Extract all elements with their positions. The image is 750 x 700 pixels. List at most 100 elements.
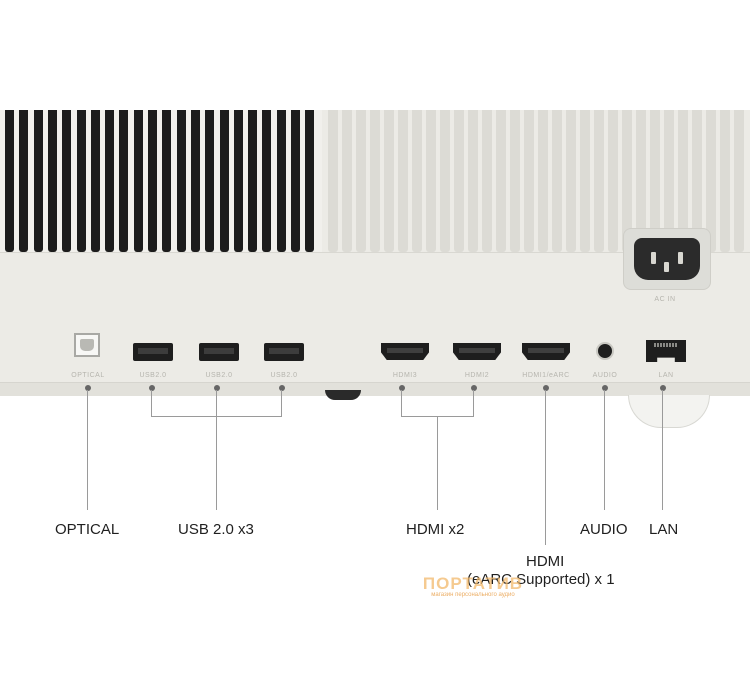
vent-slot-light (594, 110, 604, 252)
vent-slot-light (524, 110, 534, 252)
vent-slot-light (482, 110, 492, 252)
usb-port-3-label: USB2.0 (270, 372, 298, 379)
vent-slot-dark (205, 110, 215, 252)
vent-slot-dark (19, 110, 29, 252)
vent-slot-light (566, 110, 576, 252)
vent-slot-light (734, 110, 744, 252)
watermark-brand: ПОРТАТИВ (422, 574, 524, 593)
vent-slot-light (622, 110, 632, 252)
optical-port (74, 333, 100, 357)
vent-slot-dark (248, 110, 258, 252)
lan-port (646, 340, 686, 362)
vent-slot-light (706, 110, 716, 252)
vent-slot-light (398, 110, 408, 252)
usb-port-tongue (204, 348, 234, 354)
callout-hdmi: HDMI x2 (406, 521, 465, 538)
ac-pin-ground (664, 262, 669, 272)
callout-hdmi-earc-detail: (eARC Supported) x 1 (467, 571, 615, 588)
audio-leader-dot (602, 385, 608, 391)
vent-slot-dark (76, 110, 86, 252)
vent-slot-light (370, 110, 380, 252)
usb-port-2-label: USB2.0 (205, 372, 233, 379)
ac-in-label: AC IN (654, 296, 676, 303)
callout-optical: OPTICAL (55, 521, 120, 538)
rear-foot-right (628, 395, 710, 428)
vent-slot-light (342, 110, 352, 252)
vent-slot-light (552, 110, 562, 252)
audio-jack (596, 342, 614, 360)
vent-slot-dark (219, 110, 229, 252)
vent-slot-light (608, 110, 618, 252)
usb-leader-dot-3 (279, 385, 285, 391)
vent-slot-light (426, 110, 436, 252)
vent-slot-dark (33, 110, 43, 252)
vent-slot-light (538, 110, 548, 252)
optical-leader-dot (85, 385, 91, 391)
audio-leader-line (604, 390, 605, 510)
hdmi-leader-dot-2 (471, 385, 477, 391)
vent-slot-dark (276, 110, 286, 252)
vent-slot-dark (233, 110, 243, 252)
ac-inlet-socket (634, 238, 700, 280)
housing-bottom-edge (0, 382, 750, 396)
vent-slot-light (468, 110, 478, 252)
usb-leader-drop-3 (281, 390, 282, 416)
hdmi-leader-drop-2 (473, 390, 474, 416)
vent-slot-light (692, 110, 702, 252)
usb-port-tongue (138, 348, 168, 354)
usb-port-tongue (269, 348, 299, 354)
panel-seam (0, 252, 750, 253)
ac-pin-right (678, 252, 683, 264)
vent-slot-light (664, 110, 674, 252)
usb-port-2 (199, 343, 239, 361)
rear-foot-left (325, 390, 361, 400)
store-watermark: ПОРТАТИВ магазин персонального аудио (414, 574, 532, 598)
usb-port-1-label: USB2.0 (139, 372, 167, 379)
hdmi-port-1-earc (522, 343, 570, 360)
vent-slot-light (356, 110, 366, 252)
vent-slot-light (650, 110, 660, 252)
lan-leader-dot (660, 385, 666, 391)
hdmi-port-3 (381, 343, 429, 360)
hdmi-port-1-label: HDMI1/eARC (522, 372, 570, 379)
hdmi-port-3-label: HDMI3 (392, 372, 418, 379)
vent-slot-light (412, 110, 422, 252)
ac-inlet (623, 228, 711, 290)
hdmi-port-2 (453, 343, 501, 360)
callout-lan: LAN (649, 521, 679, 538)
vent-slot-dark (190, 110, 200, 252)
callout-hdmi-earc-title: HDMI (526, 553, 565, 570)
hdmi-port-2-label: HDMI2 (464, 372, 490, 379)
lan-port-label: LAN (658, 372, 674, 379)
hdmi-port-contacts (528, 348, 564, 353)
vent-slot-light (510, 110, 520, 252)
lan-port-pins (654, 343, 678, 347)
vent-slot-light (580, 110, 590, 252)
vent-slot-dark (90, 110, 100, 252)
vent-slot-dark (5, 110, 14, 252)
usb-leader-drop-1 (151, 390, 152, 416)
vent-slot-light (678, 110, 688, 252)
vent-slot-dark (148, 110, 157, 252)
usb-port-3 (264, 343, 304, 361)
audio-jack-label: AUDIO (592, 372, 618, 379)
vent-slot-light (636, 110, 646, 252)
lan-leader-line (662, 390, 663, 510)
vent-slot-light (454, 110, 464, 252)
vent-slot-dark (262, 110, 272, 252)
vent-slot-light (496, 110, 506, 252)
vent-slot-light (720, 110, 730, 252)
watermark-tagline: магазин персонального аудио (431, 592, 515, 598)
hdmi-earc-leader-line (545, 390, 546, 545)
vent-slot-dark (62, 110, 72, 252)
ac-pin-left (651, 252, 656, 264)
vent-slot-light (440, 110, 450, 252)
usb-leader-line (216, 390, 217, 510)
optical-port-shutter (80, 339, 94, 351)
vent-slot-dark (105, 110, 115, 252)
hdmi-earc-leader-dot (543, 385, 549, 391)
usb-port-1 (133, 343, 173, 361)
hdmi-leader-line (437, 416, 438, 510)
vent-slot-light (328, 110, 338, 252)
hdmi-port-contacts (459, 348, 495, 353)
